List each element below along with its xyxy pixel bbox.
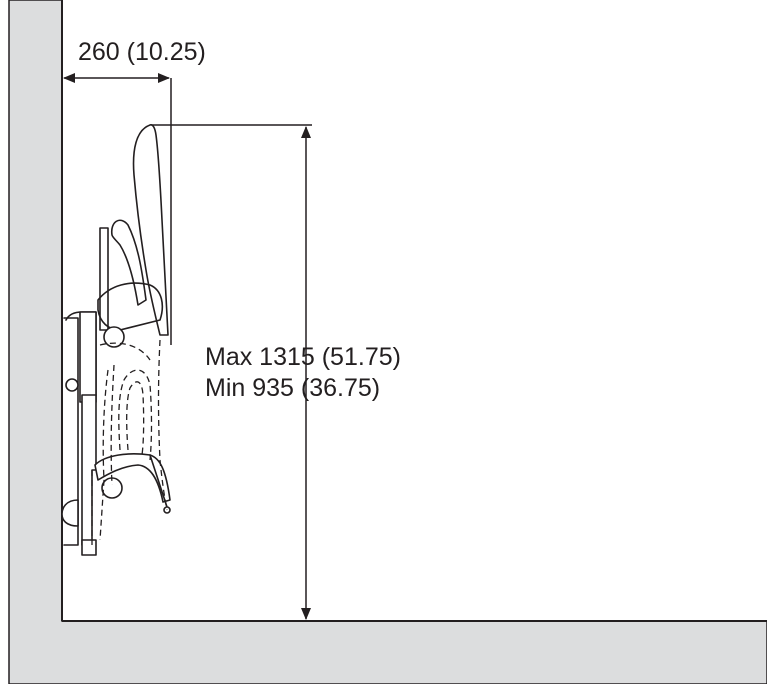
lower-hinge-wheel (101, 477, 123, 499)
seat-panel (99, 227, 109, 331)
leg-column (81, 394, 97, 546)
seat-frame (97, 282, 164, 331)
caster-foot (61, 499, 79, 527)
depth-dimension-label: 260 (10.25) (78, 38, 206, 66)
left-pivot (65, 378, 79, 392)
depth-dimension (63, 73, 172, 345)
height-dimension (150, 124, 312, 620)
lower-support (94, 453, 171, 503)
hidden-upper-link (99, 342, 151, 361)
height-max-label: Max 1315 (51.75) (205, 343, 401, 371)
backrest (132, 124, 169, 336)
hidden-lines (91, 339, 168, 545)
hidden-seat-inner-2 (110, 364, 115, 486)
hidden-backrest-line (157, 339, 168, 511)
mounting-plate (63, 317, 79, 546)
hidden-arm-loop-inner (126, 381, 145, 456)
folded-chair (61, 124, 171, 556)
hidden-seat-inner-1 (99, 369, 109, 541)
leg-foot (81, 539, 97, 556)
wall-bracket (79, 311, 97, 403)
upper-hinge-wheel (103, 326, 125, 348)
hidden-arm-loop (118, 369, 153, 461)
height-min-label: Min 935 (36.75) (205, 374, 380, 402)
